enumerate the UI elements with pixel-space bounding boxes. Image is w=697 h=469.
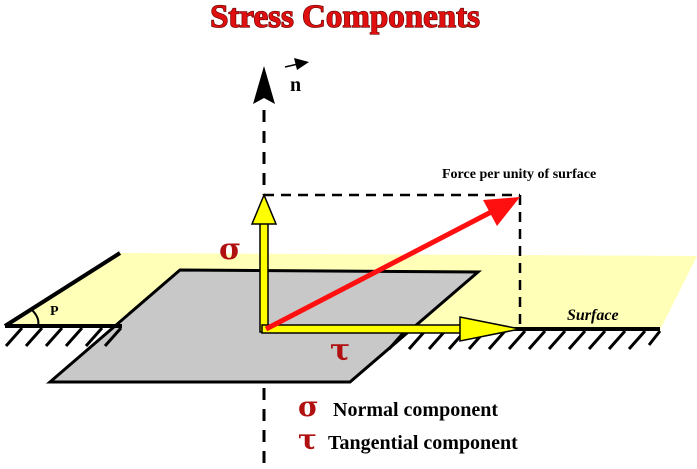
sigma-symbol: σ: [219, 232, 241, 267]
unit-normal-arrowhead: [294, 58, 309, 70]
force-vector-arrow: [264, 197, 520, 332]
ground-hatching-left: [4, 327, 123, 347]
surface-label: Surface: [567, 307, 619, 324]
legend-text-tangential: Tangential component: [328, 432, 518, 454]
tangential-component-arrow: [261, 316, 521, 342]
force-label: Force per unity of surface: [442, 167, 596, 182]
normal-axis-arrowhead: [253, 66, 275, 104]
normal-axis-label: n: [290, 74, 301, 96]
legend-text-normal: Normal component: [333, 399, 498, 421]
angle-arc: [31, 309, 40, 327]
angle-label: P: [50, 304, 59, 319]
plane-inclined-edge: [3, 251, 122, 328]
legend-symbol-tau: τ: [298, 423, 317, 456]
legend: σ Normal component τ Tangential componen…: [298, 390, 518, 456]
legend-symbol-sigma: σ: [298, 390, 319, 423]
tau-symbol: τ: [330, 333, 350, 368]
diagram-title: Stress Components: [210, 0, 480, 35]
